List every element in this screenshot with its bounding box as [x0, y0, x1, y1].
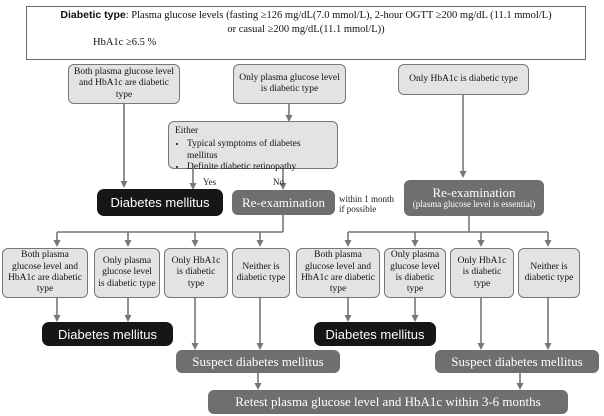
row2-left-glucose-only-box: Only plasma glucose level is diabetic ty… [94, 248, 160, 298]
either-bullet-symptoms: Typical symptoms of diabetes mellitus [187, 139, 331, 162]
either-bullet-list: Typical symptoms of diabetes mellitus De… [175, 139, 331, 173]
row2-right-both-box: Both plasma glucose level and HbA1c are … [296, 248, 380, 298]
reexamination-right-note: (plasma glucose level is essential) [412, 199, 536, 210]
row2-left-neither-box: Neither is diabetic type [232, 248, 290, 298]
within-one-month-label: within 1 month if possible [339, 194, 395, 215]
yes-label: Yes [203, 177, 217, 187]
reexamination-left: Re-examination [232, 190, 335, 215]
reexamination-right-title: Re-examination [432, 184, 516, 200]
reexamination-right: Re-examination (plasma glucose level is … [404, 180, 544, 216]
top-both-diabetic-box: Both plasma glucose level and HbA1c are … [68, 64, 180, 104]
either-symptoms-box: Either Typical symptoms of diabetes mell… [168, 121, 338, 172]
row2-left-hba1c-only-box: Only HbA1c is diabetic type [164, 248, 228, 298]
criteria-line-3: HbA1c ≥6.5 % [93, 37, 157, 49]
criteria-line-1: : Plasma glucose levels (fasting ≥126 mg… [125, 10, 552, 21]
retest-box: Retest plasma glucose level and HbA1c wi… [208, 390, 568, 414]
criteria-line-2: or casual ≥200 mg/dL(11.1 mmol/L)) [227, 23, 385, 35]
suspect-diabetes-left: Suspect diabetes mellitus [176, 350, 340, 373]
row2-right-glucose-only-box: Only plasma glucose level is diabetic ty… [384, 248, 446, 298]
diabetes-mellitus-top: Diabetes mellitus [97, 189, 223, 216]
no-label: No [273, 177, 284, 187]
suspect-diabetes-right: Suspect diabetes mellitus [435, 350, 599, 373]
either-title: Either [175, 126, 199, 136]
diabetes-mellitus-left: Diabetes mellitus [42, 322, 173, 346]
row2-left-both-box: Both plasma glucose level and HbA1c are … [2, 248, 88, 298]
diabetes-mellitus-right: Diabetes mellitus [314, 322, 436, 346]
diabetic-type-criteria: Diabetic type: Plasma glucose levels (fa… [26, 6, 586, 60]
criteria-label: Diabetic type [60, 9, 126, 21]
top-hba1c-only-box: Only HbA1c is diabetic type [398, 64, 529, 95]
row2-right-neither-box: Neither is diabetic type [518, 248, 580, 298]
either-bullet-retinopathy: Definite diabetic retinopathy [187, 162, 331, 173]
row2-right-hba1c-only-box: Only HbA1c is diabetic type [450, 248, 514, 298]
top-glucose-only-box: Only plasma glucose level is diabetic ty… [233, 64, 346, 104]
